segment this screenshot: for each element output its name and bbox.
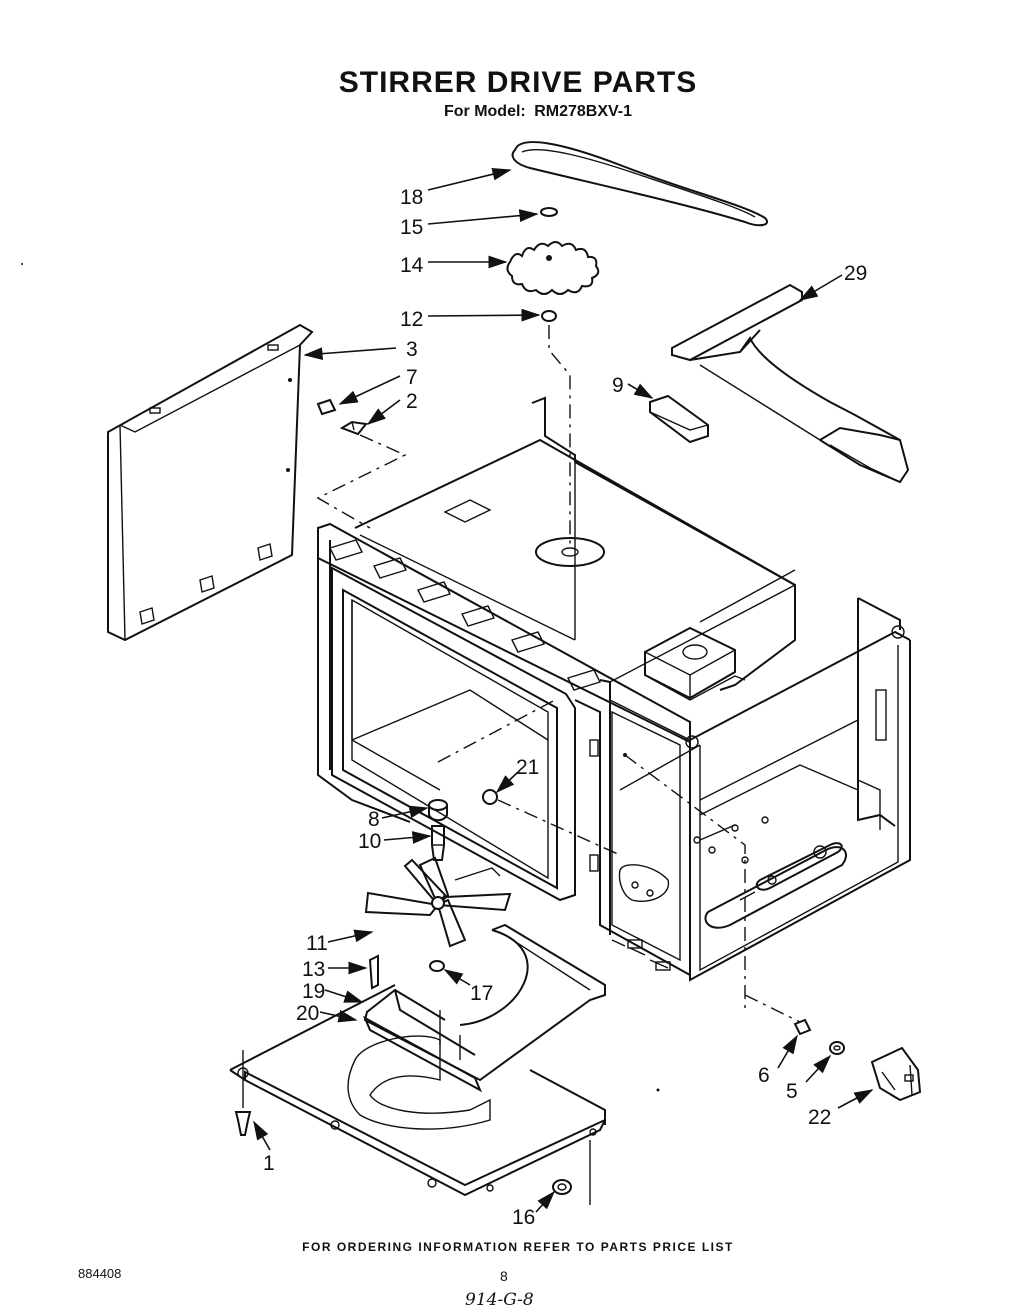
bracket-part-2 [339, 420, 368, 436]
callout-9: 9 [612, 374, 624, 397]
grommet-part-16 [552, 1179, 572, 1195]
clip-part [540, 207, 558, 217]
callout-7: 7 [406, 366, 418, 389]
callout-11: 11 [306, 932, 328, 955]
stirrer-shaft-part-10 [431, 825, 445, 861]
nut-part-6 [793, 1018, 812, 1036]
callout-5: 5 [786, 1080, 798, 1103]
callout-2: 2 [406, 390, 418, 413]
washer-part-5 [829, 1041, 845, 1055]
callout-arrows [253, 167, 874, 1213]
callout-22: 22 [808, 1106, 831, 1129]
callout-8: 8 [368, 808, 380, 831]
stirrer-cover-part [362, 923, 606, 1093]
model-label: For Model: [443, 103, 526, 120]
screw-part-7 [316, 398, 337, 416]
plug-part-21 [482, 789, 498, 805]
belt-part [511, 141, 768, 227]
callout-12: 12 [400, 308, 423, 331]
screw-part-13 [368, 954, 379, 990]
callout-16: 16 [512, 1206, 535, 1229]
callout-10: 10 [358, 830, 381, 853]
bottom-cover-part [229, 984, 606, 1205]
oven-cabinet-part [317, 396, 911, 982]
callout-13: 13 [302, 958, 325, 981]
callout-19: 19 [302, 980, 325, 1003]
document-number: 884408 [78, 1266, 122, 1281]
page-number: 8 [500, 1268, 508, 1284]
nut-part-12 [541, 310, 557, 322]
page-title: STIRRER DRIVE PARTS [338, 66, 698, 99]
air-duct-bracket-part [671, 283, 910, 484]
callout-29: 29 [844, 262, 867, 285]
model-subtitle: For Model: RM278BXV-1 [0, 103, 1036, 121]
handwritten-note: 914-G-8 [465, 1290, 534, 1310]
callout-labels: 18 15 14 12 29 3 7 2 9 21 8 10 11 13 17 … [263, 186, 867, 1229]
callout-20: 20 [296, 1002, 319, 1025]
switch-part-22 [870, 1046, 922, 1102]
screw-part-1 [234, 1111, 252, 1136]
ordering-note: FOR ORDERING INFORMATION REFER TO PARTS … [302, 1240, 734, 1254]
callout-6: 6 [758, 1064, 770, 1087]
callout-3: 3 [406, 338, 418, 361]
callout-17: 17 [470, 982, 493, 1005]
nut-part-17 [429, 960, 445, 972]
callout-1: 1 [263, 1152, 275, 1175]
callout-14: 14 [400, 254, 424, 277]
callout-18: 18 [400, 186, 423, 209]
callout-21: 21 [516, 756, 539, 779]
stirrer-fan-blade-part [364, 856, 512, 948]
side-panel-part [107, 323, 314, 642]
stirrer-pulley-part [506, 241, 600, 295]
spacer-block-part [649, 394, 709, 444]
bearing-part-8 [428, 799, 448, 822]
model-number: RM278BXV-1 [534, 103, 633, 120]
callout-15: 15 [400, 216, 423, 239]
